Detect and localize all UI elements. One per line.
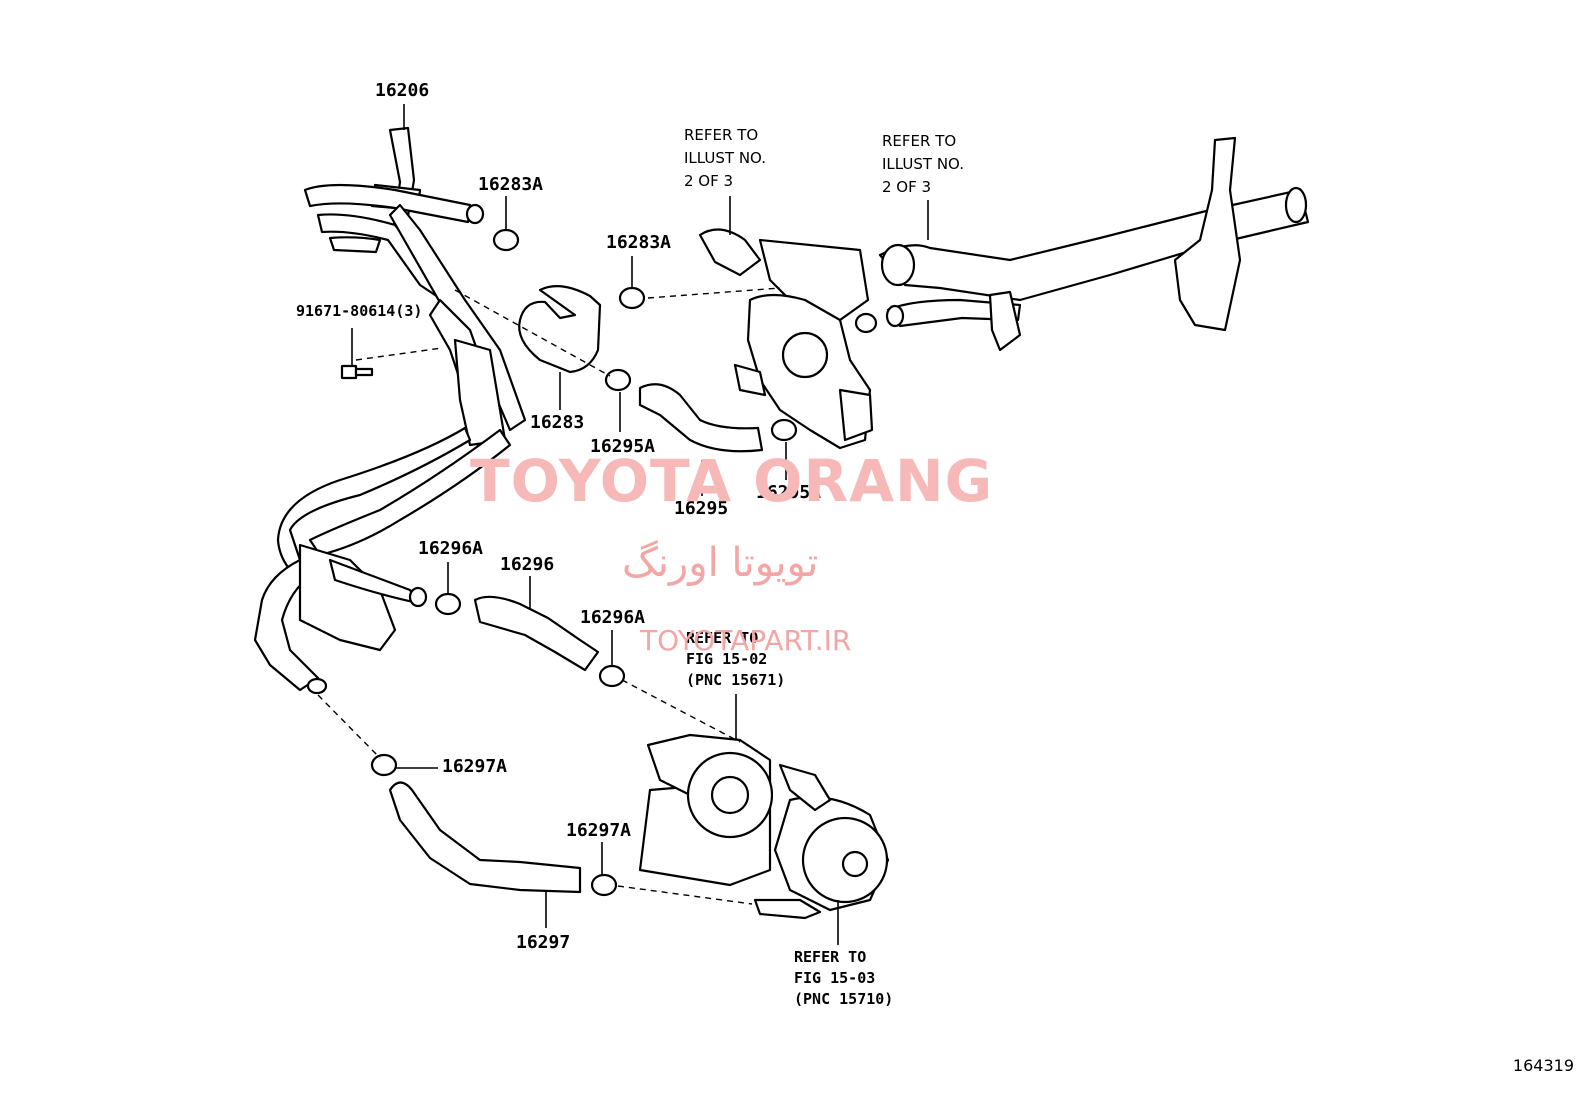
reference-fig-15-03: REFER TO FIG 15-03 (PNC 15710) — [794, 948, 894, 1008]
watermark-brand: TOYOTA ORANG — [470, 447, 994, 515]
leader-lines — [351, 104, 929, 945]
reference-fig-15-02: REFER TO FIG 15-02 (PNC 15671) — [686, 629, 786, 689]
reference-illust-left: REFER TO ILLUST NO. 2 OF 3 — [684, 126, 767, 190]
label-16283A-upper: 16283A — [478, 174, 544, 195]
label-16297: 16297 — [516, 932, 571, 953]
label-16297A-left: 16297A — [442, 756, 508, 777]
label-16283A-middle: 16283A — [606, 232, 672, 253]
hose-16297 — [388, 781, 582, 894]
label-16296A-left: 16296A — [418, 538, 484, 559]
water-pipe-right — [878, 136, 1310, 352]
label-16295: 16295 — [674, 498, 729, 519]
water-pipe-assembly — [253, 183, 527, 695]
connection-dash-lines — [317, 287, 781, 905]
watermark-persian: تویوتا اورنگ — [622, 540, 819, 586]
label-16283: 16283 — [530, 412, 585, 433]
label-16296: 16296 — [500, 554, 555, 575]
water-outlet-housing — [698, 228, 878, 450]
watermark-site: TOYOTAPART.IR — [640, 624, 852, 657]
bolt-91671 — [340, 364, 374, 380]
label-16295A-left: 16295A — [590, 436, 656, 457]
hose-16295 — [638, 383, 764, 453]
illustration-code: 164319 — [1512, 1056, 1574, 1075]
hose-16283 — [518, 285, 602, 374]
label-16295A-right: 16295A — [756, 482, 822, 503]
label-16206: 16206 — [375, 80, 430, 101]
label-bolt: 91671-80614(3) — [296, 302, 423, 320]
label-16296A-right: 16296A — [580, 607, 646, 628]
oil-cooler-assembly — [638, 733, 890, 920]
reference-illust-right: REFER TO ILLUST NO. 2 OF 3 — [882, 132, 965, 196]
hose-16296 — [473, 595, 600, 672]
label-16297A-right: 16297A — [566, 820, 632, 841]
